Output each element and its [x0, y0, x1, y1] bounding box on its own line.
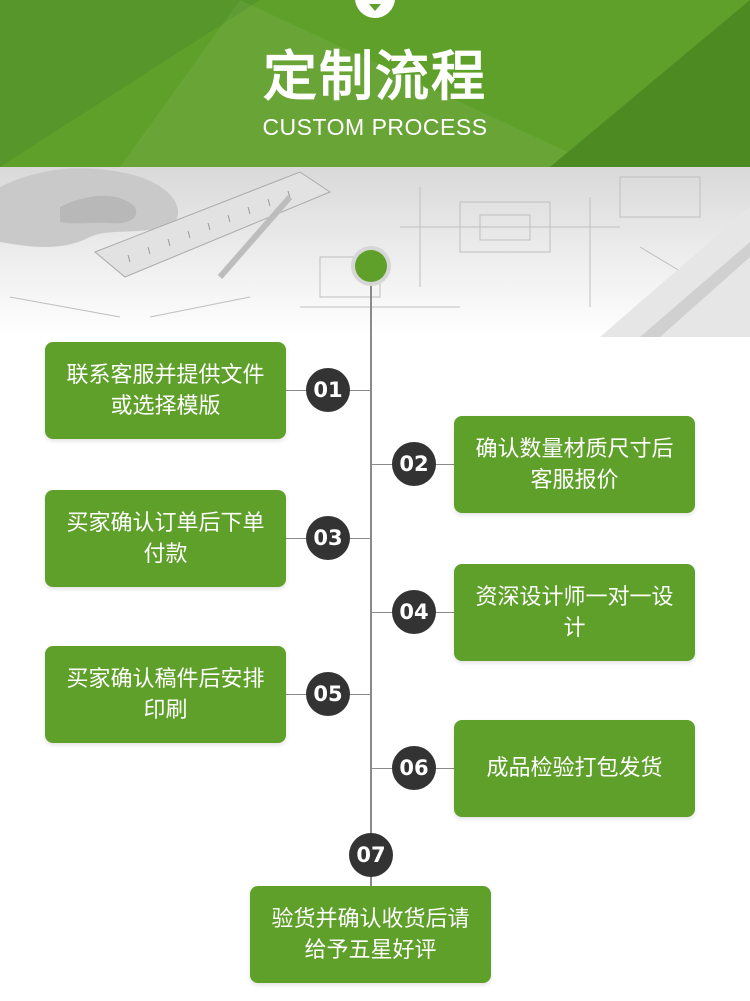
step-box-05: 买家确认稿件后安排印刷 — [45, 646, 286, 743]
step-box-02: 确认数量材质尺寸后客服报价 — [454, 416, 695, 513]
timeline-line — [370, 280, 372, 892]
step-number-02: 02 — [392, 442, 436, 486]
timeline-start-dot — [355, 250, 387, 282]
step-number-06: 06 — [392, 746, 436, 790]
header-banner: 定制流程 CUSTOM PROCESS — [0, 0, 750, 167]
step-number-05: 05 — [306, 672, 350, 716]
step-number-04: 04 — [392, 590, 436, 634]
step-box-01: 联系客服并提供文件或选择模版 — [45, 342, 286, 439]
step-box-06: 成品检验打包发货 — [454, 720, 695, 817]
page-title: 定制流程 — [263, 45, 487, 108]
step-box-03: 买家确认订单后下单付款 — [45, 490, 286, 587]
header-shape-right — [550, 0, 750, 167]
chevron-down-icon — [369, 4, 381, 11]
header-shape-left — [0, 0, 260, 167]
step-box-04: 资深设计师一对一设计 — [454, 564, 695, 661]
step-number-01: 01 — [306, 368, 350, 412]
step-number-07: 07 — [349, 833, 393, 877]
header-shape-mid — [120, 0, 600, 167]
step-number-03: 03 — [306, 516, 350, 560]
page-subtitle: CUSTOM PROCESS — [262, 114, 488, 140]
step-box-07: 验货并确认收货后请给予五星好评 — [250, 886, 491, 983]
blueprint-illustration — [0, 168, 750, 337]
